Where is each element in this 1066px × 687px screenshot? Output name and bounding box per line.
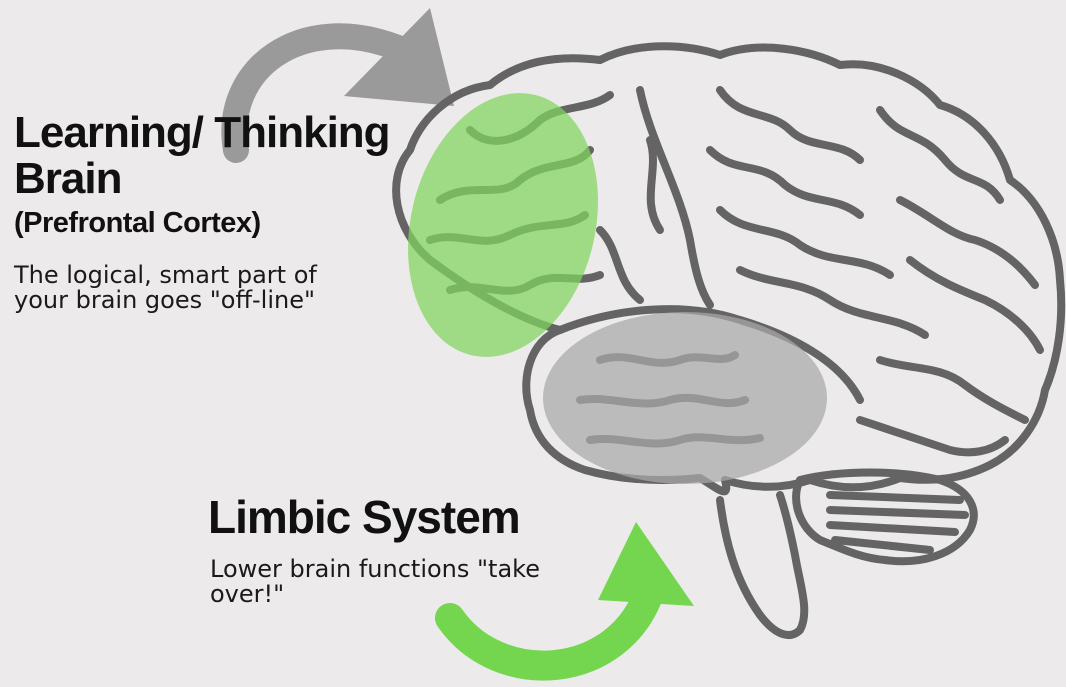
prefrontal-cortex-highlight <box>381 73 624 378</box>
limbic-description: Lower brain functions "take over!" <box>210 557 550 607</box>
prefrontal-title: Learning/ Thinking Brain <box>14 110 394 202</box>
prefrontal-subtitle: (Prefrontal Cortex) <box>14 206 261 240</box>
prefrontal-description: The logical, smart part of your brain go… <box>14 263 354 313</box>
limbic-title: Limbic System <box>208 490 520 544</box>
limbic-system-highlight <box>543 312 827 484</box>
